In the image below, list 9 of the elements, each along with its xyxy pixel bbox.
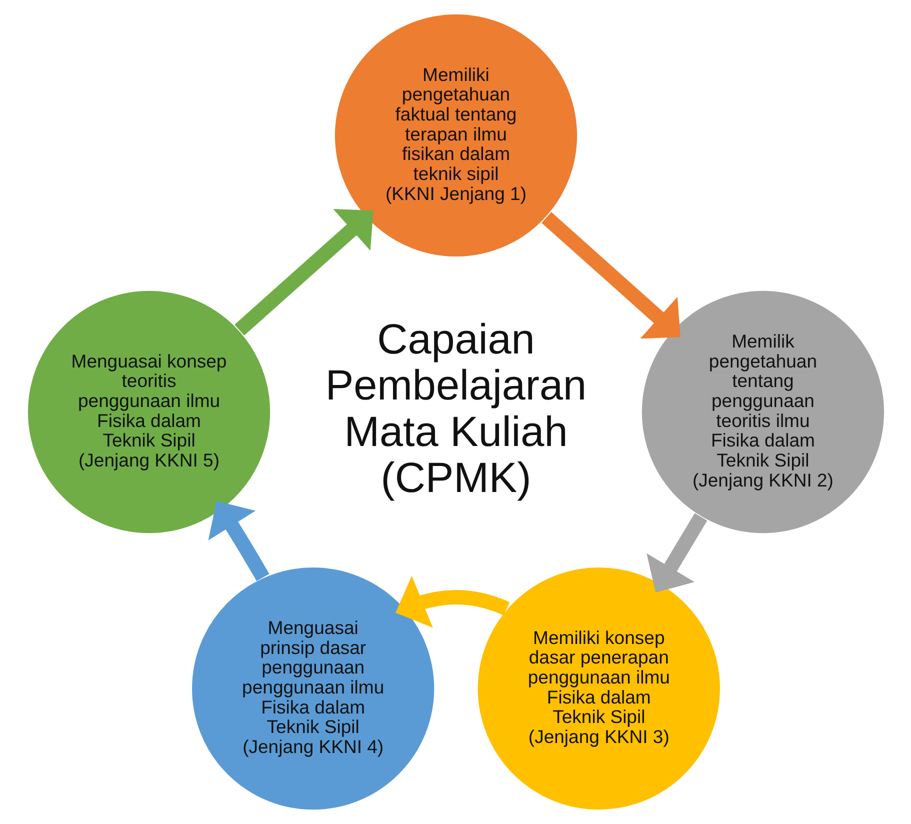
arrow: [208, 501, 269, 582]
node-circle: Menguasai konsep teoritis penggunaan ilmu Fisika dalam Teknik Sipil (Jenjang KKNI 5): [26, 290, 271, 534]
arrow: [646, 513, 707, 593]
arrow: [541, 212, 680, 339]
node-circle: Memiliki konsep dasar penerapan penggunaan ilmu Fisika dalam Teknik Sipil (Jenjang KKNI 3): [476, 566, 721, 811]
node-circle: Menguasai prinsip dasar penggunaan penggunaan ilmu Fisika dalam Teknik Sipil (Jenjang KKNI 4): [190, 566, 435, 811]
label: Capaian Pembelajaran Mata Kuliah (CPMK): [324, 315, 586, 502]
arrow: [394, 576, 509, 628]
arrow: [234, 208, 373, 336]
